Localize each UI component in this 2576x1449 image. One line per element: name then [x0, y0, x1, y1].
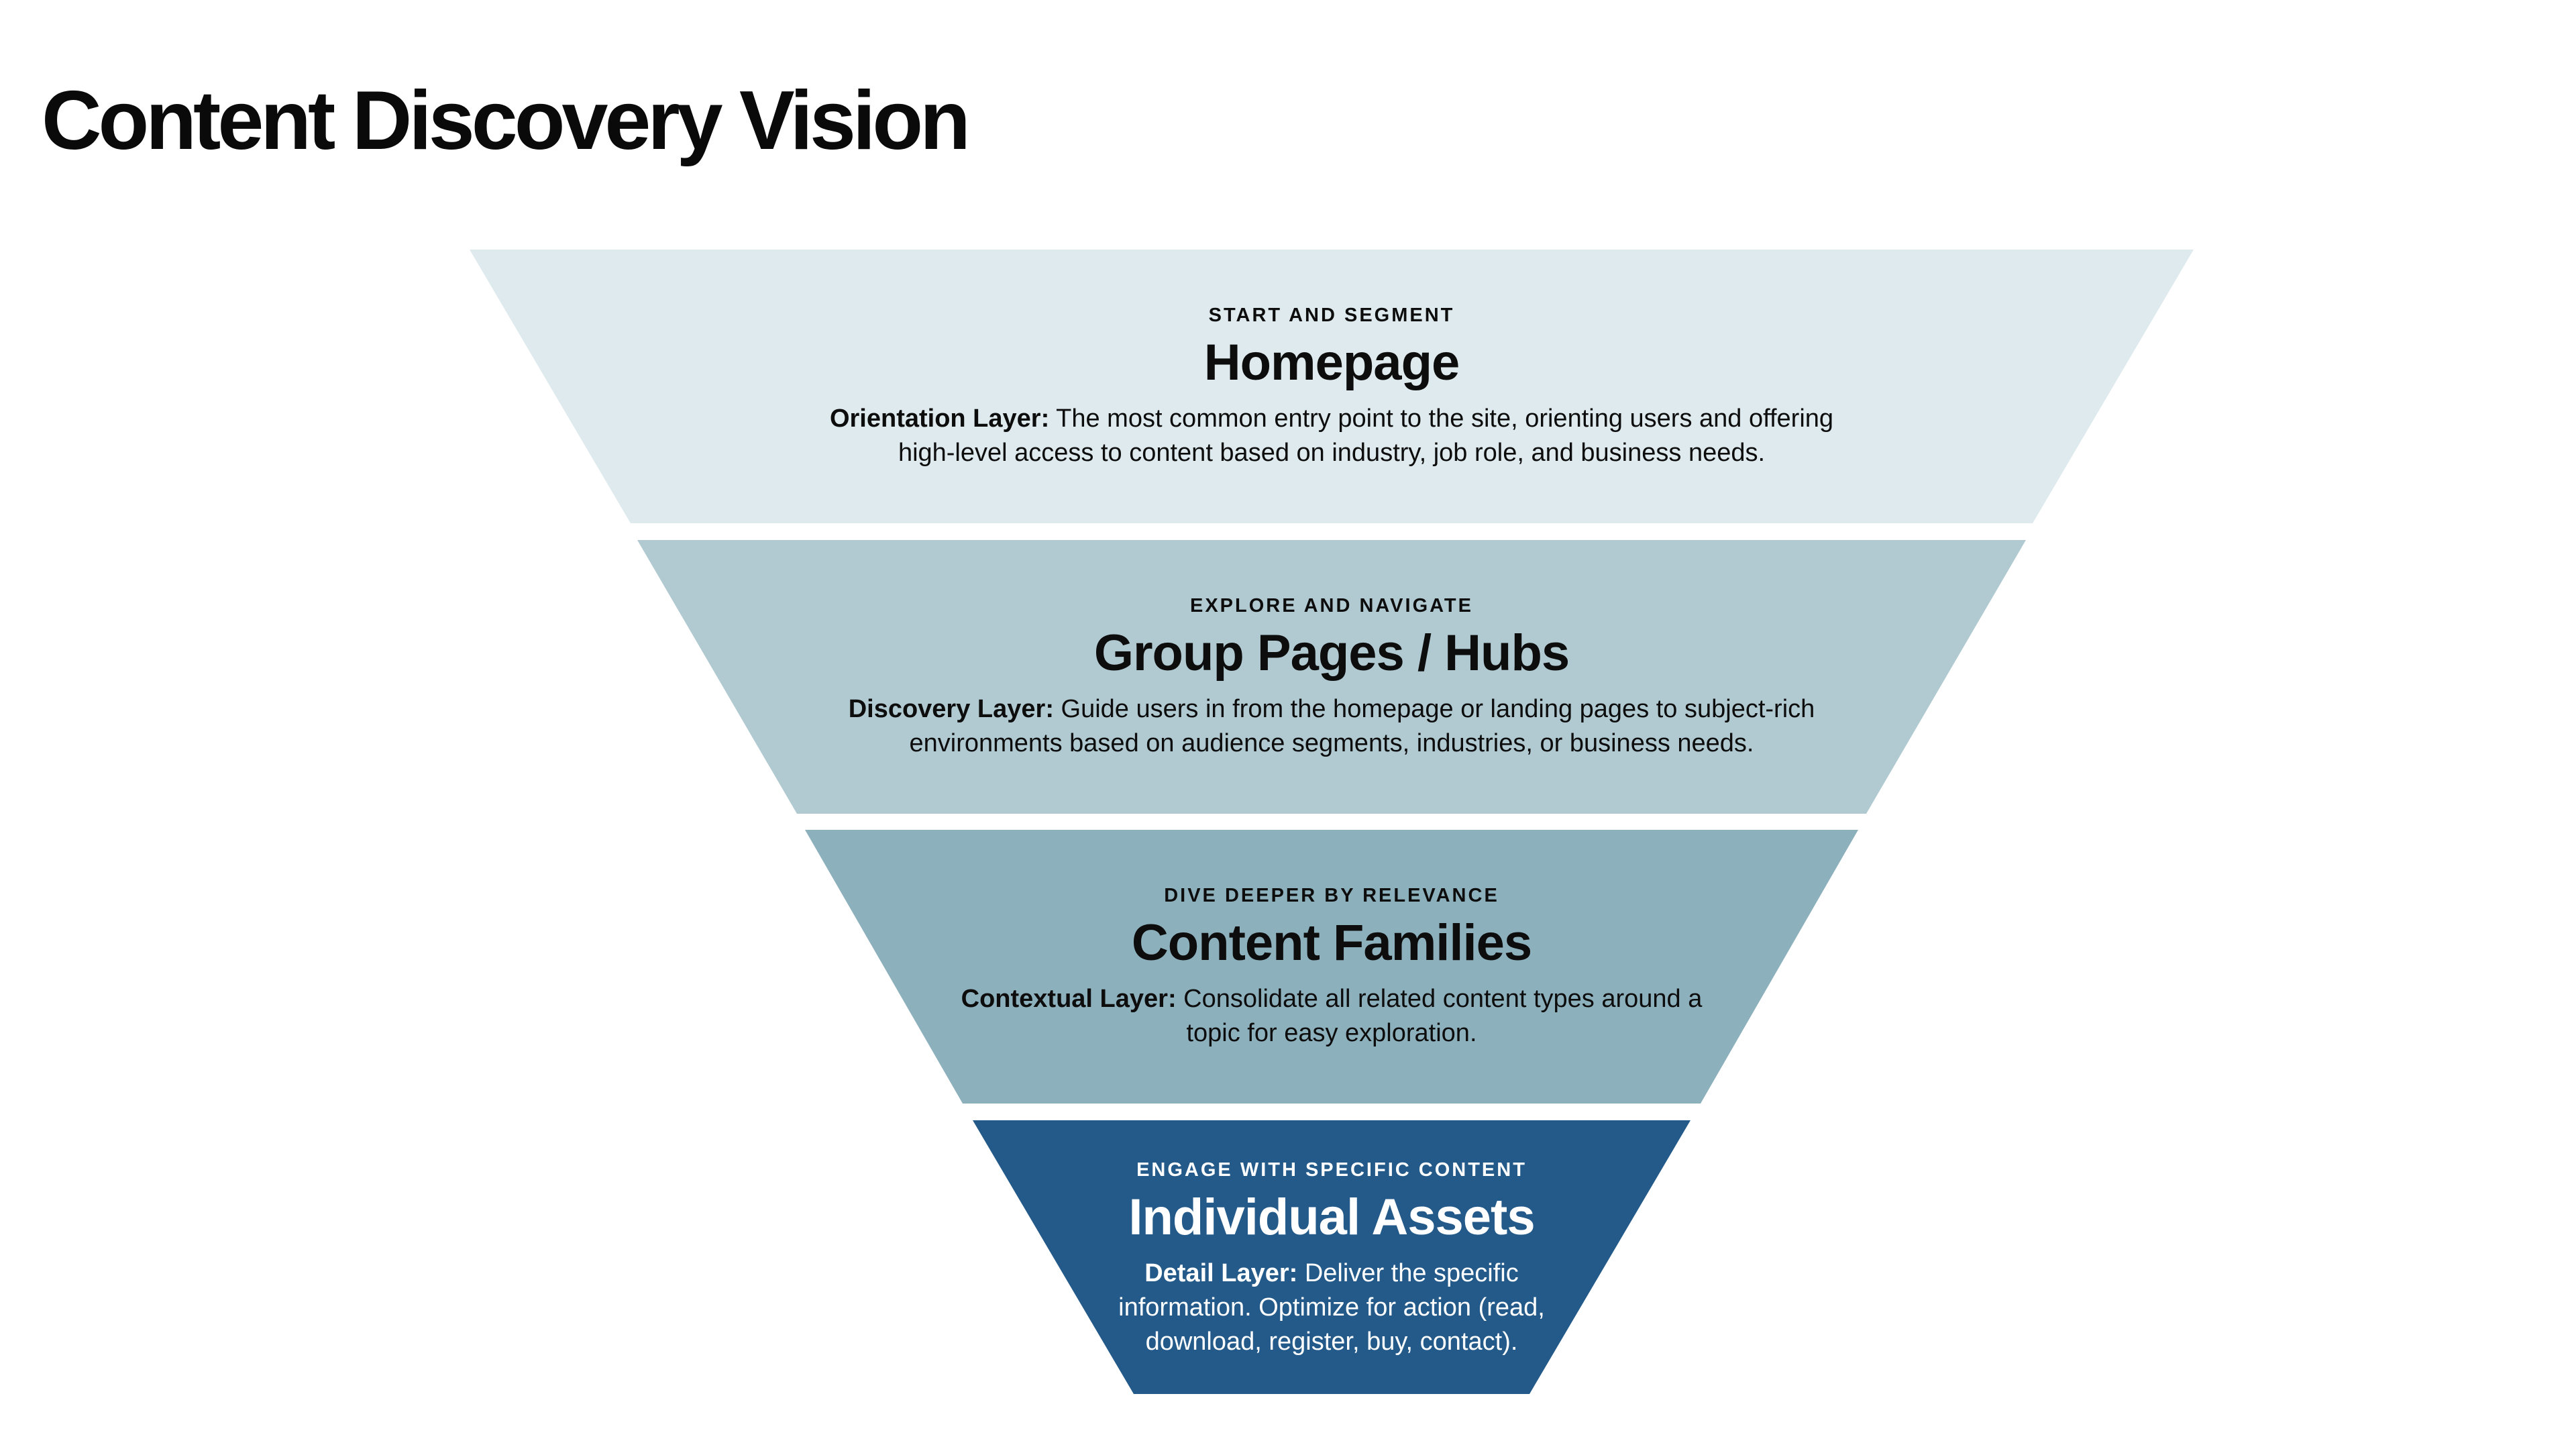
funnel-layer-content-families: DIVE DEEPER BY RELEVANCE Content Familie… [805, 830, 1858, 1104]
page-title: Content Discovery Vision [42, 74, 971, 167]
layer-eyebrow: ENGAGE WITH SPECIFIC CONTENT [1136, 1159, 1527, 1181]
layer-description: Detail Layer: Deliver the specific infor… [1118, 1256, 1545, 1359]
layer-description-text: Guide users in from the homepage or land… [1053, 695, 1815, 723]
layer-eyebrow: START AND SEGMENT [1208, 305, 1455, 326]
layer-title: Homepage [1203, 334, 1460, 391]
layer-description-text: Consolidate all related content types ar… [1176, 985, 1703, 1013]
layer-description-label: Contextual Layer: [961, 985, 1177, 1013]
layer-title: Individual Assets [1128, 1189, 1535, 1246]
layer-description: Orientation Layer: The most common entry… [830, 402, 1833, 470]
layer-eyebrow: EXPLORE AND NAVIGATE [1190, 595, 1473, 616]
funnel-layer-shape [973, 1120, 1690, 1394]
layer-description-text: information. Optimize for action (read, [1118, 1293, 1545, 1322]
funnel-layer-shape [805, 830, 1858, 1104]
layer-description-text: high-level access to content based on in… [898, 439, 1766, 467]
funnel-layer-group-pages: EXPLORE AND NAVIGATE Group Pages / Hubs … [637, 540, 2026, 814]
layer-description-text: topic for easy exploration. [1186, 1019, 1477, 1047]
layer-description: Contextual Layer: Consolidate all relate… [961, 982, 1703, 1051]
funnel-layer-homepage: START AND SEGMENT Homepage Orientation L… [470, 250, 2194, 523]
layer-description-text: Deliver the specific [1297, 1259, 1519, 1287]
funnel-layer-individual-assets: ENGAGE WITH SPECIFIC CONTENT Individual … [973, 1120, 1690, 1394]
layer-description-label: Detail Layer: [1144, 1259, 1298, 1287]
layer-eyebrow: DIVE DEEPER BY RELEVANCE [1164, 885, 1499, 906]
layer-description: Discovery Layer: Guide users in from the… [849, 692, 1815, 761]
funnel-layer-shape [637, 540, 2026, 814]
layer-title: Content Families [1131, 914, 1532, 971]
layer-description-text: The most common entry point to the site,… [1049, 405, 1834, 433]
layer-description-label: Discovery Layer: [848, 695, 1054, 723]
layer-description-text: download, register, buy, contact). [1145, 1328, 1518, 1356]
funnel-layer-shape [470, 250, 2194, 523]
layer-description-text: environments based on audience segments,… [909, 729, 1754, 757]
layer-description-label: Orientation Layer: [829, 405, 1050, 433]
layer-title: Group Pages / Hubs [1093, 625, 1570, 682]
